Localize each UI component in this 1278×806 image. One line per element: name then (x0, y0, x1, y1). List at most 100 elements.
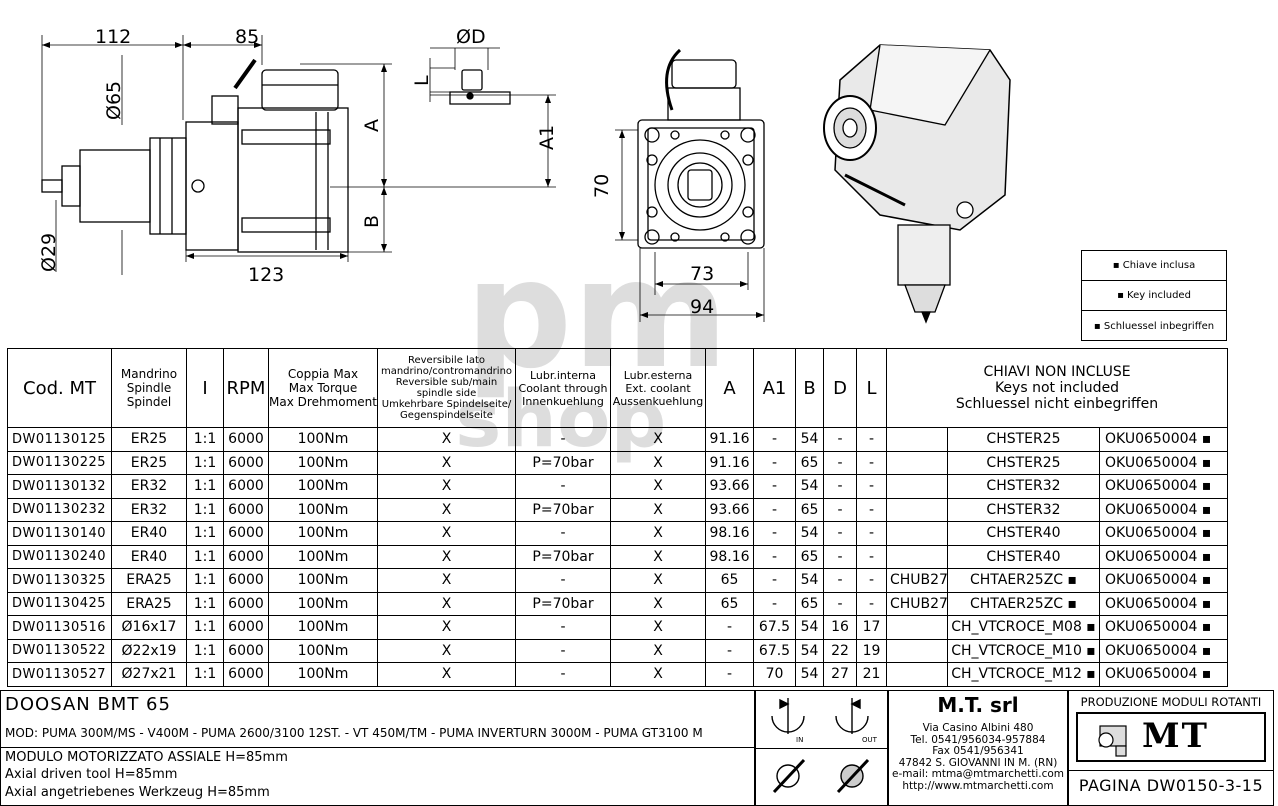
dim-d29: Ø29 (38, 233, 60, 272)
cell-b: 54 (795, 521, 824, 546)
cell-key1 (886, 615, 948, 640)
cell-rpm: 6000 (223, 662, 269, 687)
cell-lext: X (610, 591, 706, 616)
dim-85: 85 (235, 26, 259, 48)
cell-d: - (823, 474, 857, 499)
cell-key2: CHSTER32 (947, 474, 1100, 499)
cell-a1: 67.5 (753, 638, 796, 663)
cell-torque: 100Nm (268, 474, 378, 499)
cell-a1: - (753, 521, 796, 546)
cell-b: 65 (795, 591, 824, 616)
mt-logo: MT (1076, 712, 1266, 762)
cell-l: - (856, 544, 887, 569)
cell-rev: X (377, 638, 516, 663)
cell-rpm: 6000 (223, 544, 269, 569)
dim-70: 70 (591, 174, 613, 198)
cell-l: 17 (856, 615, 887, 640)
cell-a: 93.66 (705, 474, 754, 499)
cell-l: - (856, 568, 887, 593)
cell-cod: DW01130132 (7, 474, 112, 499)
cell-a: 93.66 (705, 497, 754, 522)
cell-a1: - (753, 568, 796, 593)
cell-cod: DW01130140 (7, 521, 112, 546)
cell-torque: 100Nm (268, 497, 378, 522)
cell-i: 1:1 (186, 497, 224, 522)
legend-item-en: ▪ Key included (1082, 281, 1226, 311)
title-block: DOOSAN BMT 65 MOD: PUMA 300M/MS - V400M … (0, 690, 1278, 806)
cell-lint: - (515, 615, 611, 640)
dim-A1: A1 (536, 125, 558, 150)
cell-torque: 100Nm (268, 662, 378, 687)
cell-key2: CHSTER32 (947, 497, 1100, 522)
cell-lext: X (610, 662, 706, 687)
dim-B: B (361, 215, 383, 228)
cell-spindle: ER32 (111, 497, 187, 522)
cell-lext: X (610, 427, 706, 452)
cell-lext: X (610, 521, 706, 546)
cell-i: 1:1 (186, 638, 224, 663)
dim-A: A (361, 119, 383, 132)
cell-cod: DW01130522 (7, 638, 112, 663)
cell-key2: CH_VTCROCE_M10 ▪ (947, 638, 1100, 663)
cell-i: 1:1 (186, 591, 224, 616)
cell-b: 65 (795, 450, 824, 475)
cell-key3: OKU0650004 ▪ (1098, 427, 1229, 452)
cell-spindle: ER25 (111, 427, 187, 452)
cell-lint: P=70bar (515, 591, 611, 616)
col-a1: A1 (753, 348, 796, 428)
cell-rev: X (377, 568, 516, 593)
cell-key1 (886, 497, 948, 522)
company-name: M.T. srl (937, 693, 1019, 717)
cell-key2: CH_VTCROCE_M12 ▪ (947, 662, 1100, 687)
cell-cod: DW01130225 (7, 450, 112, 475)
legend-item-de: ▪ Schluessel inbegriffen (1093, 320, 1215, 332)
cell-a: - (705, 638, 754, 663)
cell-spindle: ERA25 (111, 591, 187, 616)
cell-key3: OKU0650004 ▪ (1098, 450, 1229, 475)
cell-torque: 100Nm (268, 544, 378, 569)
legend-item-it: ▪ Chiave inclusa (1082, 251, 1226, 281)
cell-rev: X (377, 521, 516, 546)
cell-i: 1:1 (186, 615, 224, 640)
cell-rpm: 6000 (223, 615, 269, 640)
cell-spindle: ER32 (111, 474, 187, 499)
cell-d: - (823, 427, 857, 452)
col-rpm: RPM (223, 348, 269, 428)
cell-rev: X (377, 427, 516, 452)
cell-torque: 100Nm (268, 521, 378, 546)
cell-spindle: ER40 (111, 521, 187, 546)
cell-rev: X (377, 615, 516, 640)
cell-lext: X (610, 450, 706, 475)
cell-rpm: 6000 (223, 450, 269, 475)
cell-torque: 100Nm (268, 591, 378, 616)
cell-d: - (823, 591, 857, 616)
cell-key2: CHSTER40 (947, 521, 1100, 546)
cell-lint: - (515, 662, 611, 687)
cell-l: - (856, 474, 887, 499)
cell-cod: DW01130527 (7, 662, 112, 687)
cell-spindle: ERA25 (111, 568, 187, 593)
cell-key3: OKU0650004 ▪ (1098, 474, 1229, 499)
col-ratio: I (186, 348, 224, 428)
cell-lint: P=70bar (515, 497, 611, 522)
key-legend: ▪ Chiave inclusa ▪ Key included ▪ Schlue… (1081, 250, 1227, 341)
cell-a: 91.16 (705, 427, 754, 452)
cell-key3: OKU0650004 ▪ (1098, 497, 1229, 522)
col-b: B (795, 348, 824, 428)
cell-rpm: 6000 (223, 521, 269, 546)
cell-l: - (856, 591, 887, 616)
cell-lext: X (610, 638, 706, 663)
cell-b: 54 (795, 427, 824, 452)
cell-a1: - (753, 497, 796, 522)
cell-cod: DW01130125 (7, 427, 112, 452)
